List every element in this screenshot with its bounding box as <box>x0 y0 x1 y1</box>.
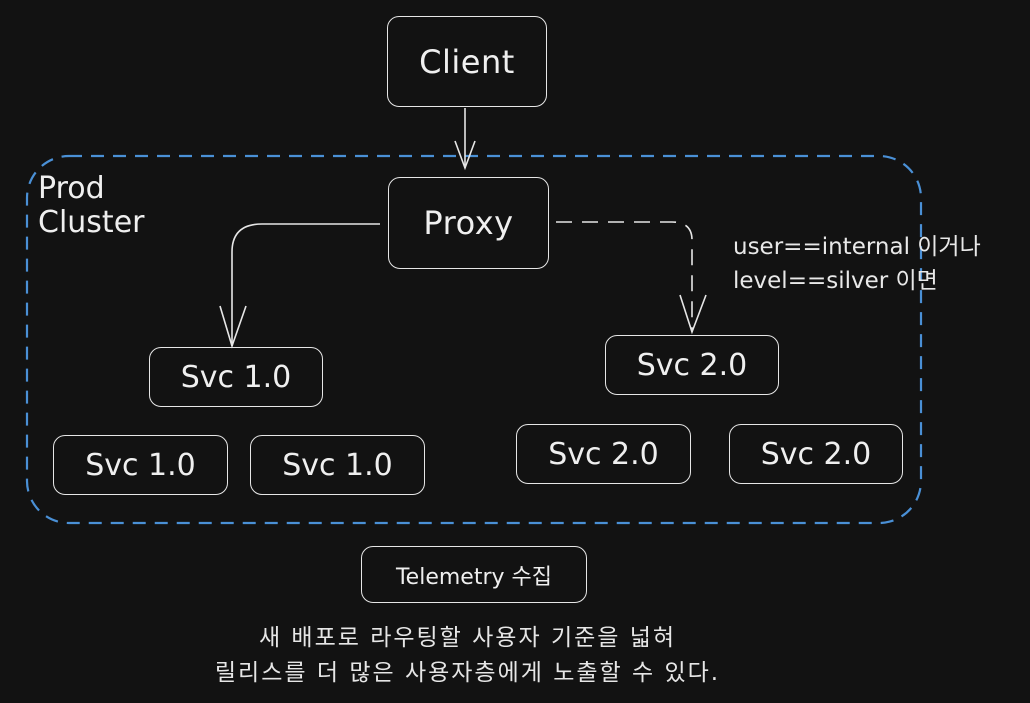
svc2-label: Svc 2.0 <box>636 347 748 383</box>
client-label: Client <box>419 42 515 81</box>
cluster-label: Prod Cluster <box>38 171 145 240</box>
routing-condition: user==internal 이거나 level==silver 이면 <box>733 230 981 298</box>
proxy-node: Proxy <box>388 177 549 269</box>
condition-line-2: level==silver 이면 <box>733 268 938 294</box>
edge-client-proxy <box>454 108 476 171</box>
edge-proxy-svc1 <box>219 223 380 349</box>
prod-cluster-boundary <box>25 154 923 525</box>
svc2-label: Svc 2.0 <box>548 436 659 472</box>
caption-line-1: 새 배포로 라우팅할 사용자 기준을 넓혀 <box>258 625 677 651</box>
svc1-node: Svc 1.0 <box>53 435 228 495</box>
svc1-node: Svc 1.0 <box>149 347 323 407</box>
caption-line-2: 릴리스를 더 많은 사용자층에게 노출할 수 있다. <box>214 660 721 686</box>
client-node: Client <box>387 16 547 107</box>
edge-proxy-svc2 <box>556 221 707 335</box>
svc1-label: Svc 1.0 <box>85 447 196 483</box>
svc2-label: Svc 2.0 <box>760 436 872 472</box>
svc1-label: Svc 1.0 <box>180 359 292 395</box>
svc2-node: Svc 2.0 <box>605 335 779 395</box>
svc1-label: Svc 1.0 <box>282 447 393 483</box>
svc2-node: Svc 2.0 <box>516 424 691 484</box>
telemetry-label: Telemetry 수집 <box>395 564 552 590</box>
svc1-node: Svc 1.0 <box>250 435 425 495</box>
svc2-node: Svc 2.0 <box>729 424 903 484</box>
condition-line-1: user==internal 이거나 <box>733 234 981 260</box>
telemetry-node: Telemetry 수집 <box>361 546 587 603</box>
proxy-label: Proxy <box>423 204 514 242</box>
